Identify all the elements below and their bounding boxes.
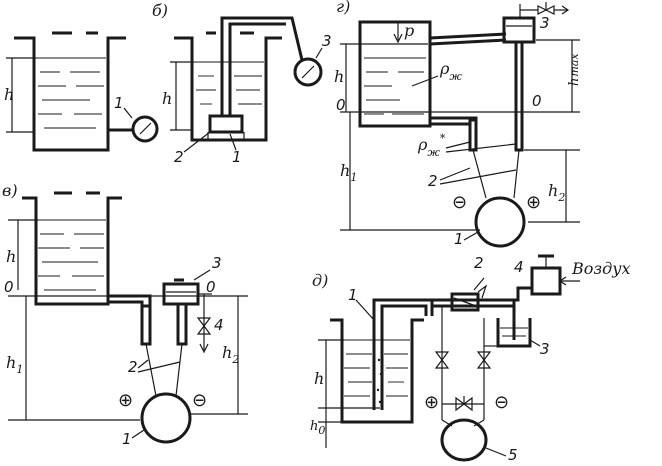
level-dimensions-d: h h0 [310, 339, 380, 448]
manometer-v: 2 ⊕ ⊖ 1 [118, 343, 207, 448]
tubes-number-label: 2 [428, 172, 438, 190]
tube-number-label: 1 [348, 286, 358, 304]
unit-number-label: 3 [212, 254, 222, 272]
manometer-number-label: 1 [454, 230, 464, 248]
throttle-number-label: 2 [474, 254, 484, 272]
figure-a: h 1 [4, 31, 159, 152]
air-supply-label: Воздух [571, 259, 631, 278]
tank-b [174, 31, 282, 142]
figure-d: д) 1 2 [310, 254, 631, 464]
minus-port-sign: ⊖ [494, 392, 509, 413]
valve-number-label: 4 [214, 316, 224, 334]
h1-label: h1 [6, 353, 23, 376]
filter-number-label: 4 [514, 258, 524, 276]
bubbler-vessel-d: 3 [496, 300, 550, 358]
separating-unit-g: 3 [502, 2, 570, 44]
figure-g: г) p ρж [334, 0, 582, 248]
figure-letter-v: в) [2, 181, 18, 200]
sealing-liquid-label-g: ρж* [417, 132, 517, 159]
plus-port-sign: ⊕ [118, 390, 133, 411]
figure-letter-b: б) [152, 1, 168, 20]
manometer-d: 5 [440, 418, 518, 464]
sensor-box-b [207, 114, 245, 140]
level-dimensions-v: h 0 h1 h2 [4, 219, 248, 421]
air-filter-d: 4 Воздух [514, 254, 631, 302]
pressure-p-label: p [404, 21, 414, 40]
plus-port-sign: ⊕ [424, 392, 439, 413]
gauge-number-label: 1 [114, 94, 124, 112]
h2-label: h2 [548, 181, 565, 204]
h0-label: h0 [310, 419, 325, 437]
figure-letter-g: г) [336, 0, 350, 16]
box-number-label: 1 [232, 148, 242, 166]
level-dimension-b: h [162, 61, 194, 131]
gauge-number-label: 3 [322, 32, 332, 50]
tank-a [14, 31, 126, 152]
zero-mark-left: 0 [336, 96, 346, 114]
pressure-gauge-b: 3 [293, 32, 332, 87]
zero-mark-right: 0 [206, 278, 216, 296]
tank-d [330, 318, 424, 424]
h1-label: h1 [340, 161, 357, 184]
manometer-number-label: 1 [122, 430, 132, 448]
level-h-label: h [4, 85, 14, 104]
figure-v: в) 3 4 [2, 181, 248, 448]
minus-port-sign: ⊖ [452, 192, 467, 213]
bubbler-tube-d: 1 [348, 286, 514, 410]
level-h-label: h [334, 67, 344, 86]
zero-mark-left: 0 [4, 278, 14, 296]
sensor-number-label: 2 [174, 148, 184, 166]
throttle-d: 2 [450, 254, 488, 312]
level-dimension-a: h [4, 57, 36, 133]
tank-g: p ρж [358, 20, 462, 128]
zero-mark-right: 0 [532, 92, 542, 110]
bubble [377, 358, 381, 362]
sealing-liquid-density-label: ρж* [417, 132, 446, 159]
leaders-b: 2 1 [174, 131, 242, 166]
figure-b: б) 3 h [152, 1, 332, 166]
level-h-label: h [314, 369, 324, 388]
plus-port-sign: ⊕ [526, 192, 541, 213]
bubbler-number-label: 3 [540, 340, 550, 358]
separating-unit-v: 3 4 0 [162, 254, 224, 354]
h2-label: h2 [222, 343, 239, 366]
level-h-label: h [162, 89, 172, 108]
h-max-label: hmax [567, 53, 582, 86]
level-dimensions-g: h 0 0 h1 hmax h2 [334, 39, 582, 231]
figure-letter-d: д) [312, 271, 328, 290]
pipe-to-gauge-b [220, 16, 304, 116]
tubes-number-label: 2 [128, 358, 138, 376]
tank-v [22, 191, 122, 306]
liquid-density-label: ρж [439, 59, 462, 83]
pressure-gauge-a: 1 [108, 94, 159, 143]
valve-lines-d: ⊕ ⊖ [424, 306, 509, 420]
unit-number-label: 3 [540, 14, 550, 32]
level-h-label: h [6, 247, 16, 266]
bubble [376, 388, 380, 392]
manometer-number-label: 5 [508, 446, 518, 464]
minus-port-sign: ⊖ [192, 390, 207, 411]
manometer-g: 2 ⊖ ⊕ 1 [428, 149, 541, 248]
